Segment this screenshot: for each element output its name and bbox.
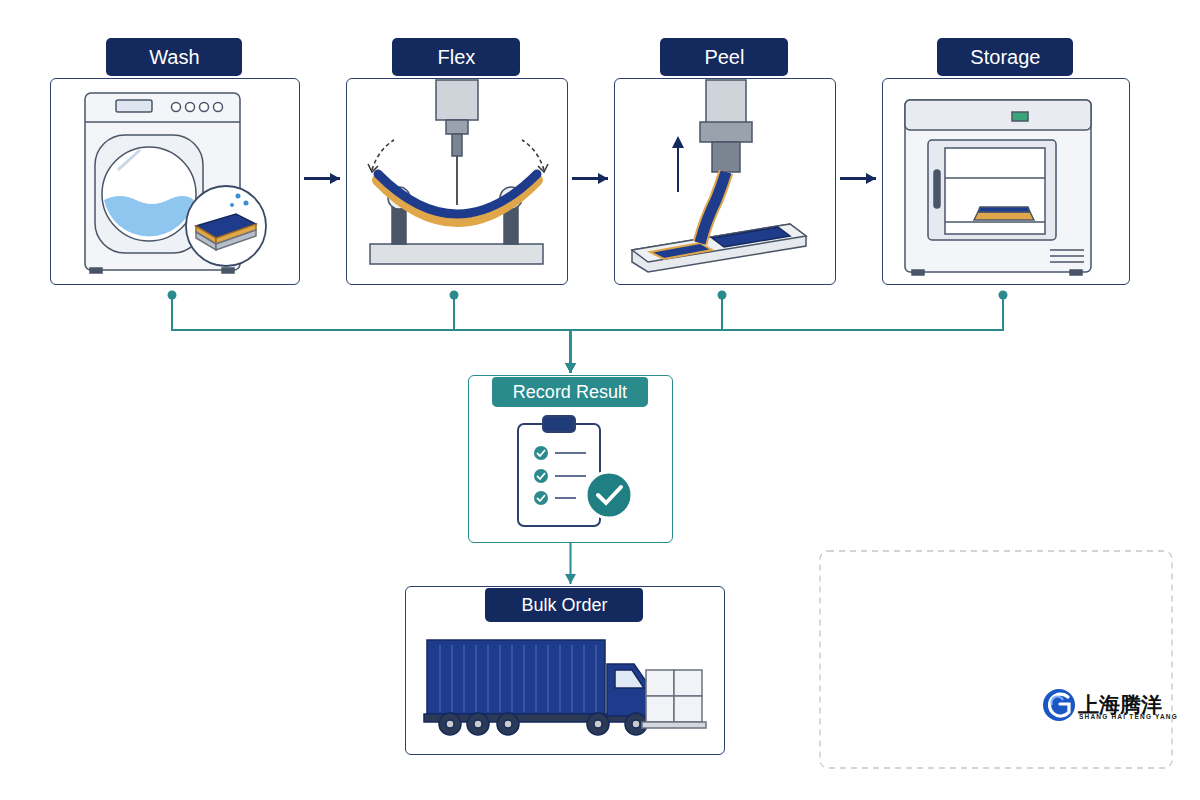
arrow-head xyxy=(565,363,576,373)
truck xyxy=(424,640,706,735)
logo-subtext: SHANG HAI TENG YANG xyxy=(1079,713,1178,720)
connector-line xyxy=(571,295,723,373)
process-box: Wash xyxy=(50,78,300,285)
connector-line xyxy=(454,295,571,373)
step-tab: Record Result xyxy=(492,377,648,407)
connector xyxy=(840,173,876,184)
storage-chamber xyxy=(905,100,1091,275)
junction-dot xyxy=(999,291,1008,300)
connector xyxy=(565,543,576,584)
connector-line xyxy=(571,295,1004,373)
flex-tester xyxy=(368,80,548,264)
step-tab: Storage xyxy=(937,38,1073,76)
process-box: Peel xyxy=(614,78,836,285)
arrow-head xyxy=(330,173,340,184)
process-box: Record Result xyxy=(468,375,673,543)
connector-line xyxy=(172,295,571,373)
connector xyxy=(565,291,727,374)
step-tab: Bulk Order xyxy=(485,588,643,622)
logo-icon xyxy=(1043,689,1075,721)
arrow-head xyxy=(565,363,576,373)
washing-machine xyxy=(85,93,266,273)
arrow-head xyxy=(866,173,876,184)
arrow-head xyxy=(598,173,608,184)
connector xyxy=(572,173,608,184)
connector xyxy=(565,291,1008,374)
clipboard xyxy=(518,416,632,526)
arrow-head xyxy=(565,574,576,584)
junction-dot xyxy=(168,291,177,300)
step-tab: Wash xyxy=(106,38,242,76)
process-box: Bulk Order xyxy=(405,586,725,755)
arrow-head xyxy=(565,363,576,373)
connector xyxy=(168,291,577,374)
junction-dot xyxy=(718,291,727,300)
arrow-head xyxy=(565,363,576,373)
process-box: Storage xyxy=(882,78,1130,285)
process-box: Flex xyxy=(346,78,568,285)
dashed-frame xyxy=(820,551,1172,768)
connector xyxy=(450,291,577,374)
step-tab: Peel xyxy=(660,38,788,76)
peel-tester xyxy=(632,80,806,272)
connector xyxy=(304,173,340,184)
step-tab: Flex xyxy=(392,38,520,76)
junction-dot xyxy=(450,291,459,300)
